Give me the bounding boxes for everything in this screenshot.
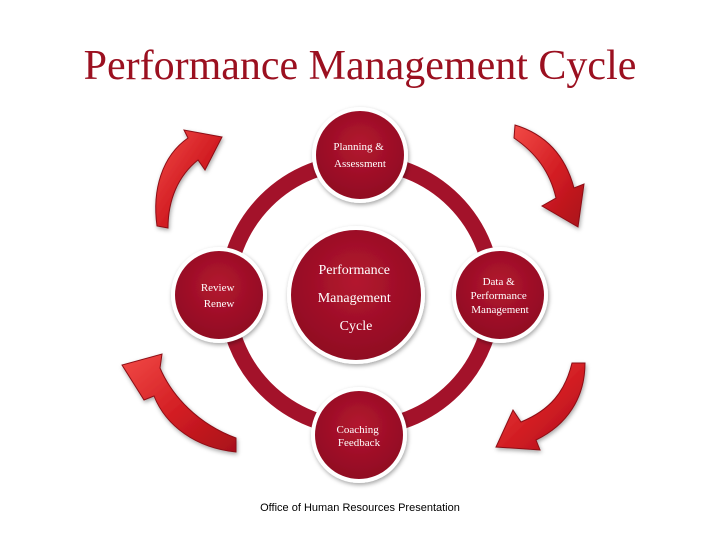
page-title: Performance Management Cycle xyxy=(83,43,637,89)
node-label-line: Feedback xyxy=(338,437,381,449)
center-node xyxy=(287,226,425,364)
node-data xyxy=(452,247,548,343)
curved-arrow-icon xyxy=(513,124,585,228)
node-label-line: Assessment xyxy=(334,158,386,170)
node-label-line: Renew xyxy=(204,298,235,310)
node-coaching xyxy=(311,387,407,483)
node-review-label: Review Renew xyxy=(201,282,237,310)
node-label-line: Performance xyxy=(471,290,527,302)
curved-arrow-icon xyxy=(121,353,237,453)
node-planning-label: Planning & Assessment xyxy=(333,141,386,170)
node-label-line: Planning & xyxy=(333,141,384,153)
node-coaching-label: Coaching Feedback xyxy=(337,424,382,449)
center-label-line: Management xyxy=(318,291,391,306)
node-review xyxy=(171,247,267,343)
center-label: Performance Management Cycle xyxy=(318,263,395,334)
node-planning xyxy=(312,107,408,203)
node-label-line: Management xyxy=(471,304,528,316)
node-label-line: Data & xyxy=(483,276,516,288)
node-label-line: Coaching xyxy=(337,424,380,436)
center-label-line: Cycle xyxy=(340,319,373,334)
node-label-line: Review xyxy=(201,282,235,294)
footer-text: Office of Human Resources Presentation xyxy=(260,502,460,514)
node-data-label: Data & Performance Management xyxy=(471,276,530,316)
curved-arrow-icon xyxy=(495,362,586,451)
curved-arrow-icon xyxy=(155,129,223,229)
center-label-line: Performance xyxy=(318,263,390,278)
